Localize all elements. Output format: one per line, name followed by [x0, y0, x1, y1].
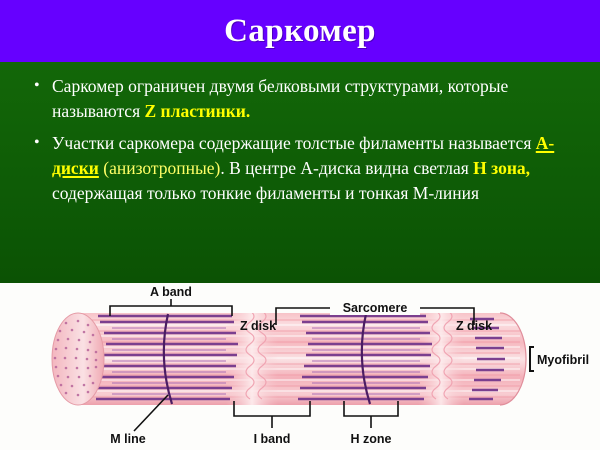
m-line-right — [360, 313, 372, 405]
label-i-band: I band — [254, 432, 291, 446]
cross-section-ellipse — [51, 312, 105, 406]
label-a-band-group: A band — [109, 285, 233, 316]
myofibril-bracket — [529, 346, 534, 372]
cylinder-body — [52, 313, 526, 405]
label-i-band-group: I band — [233, 401, 311, 446]
thin-filaments-a-band-2 — [312, 327, 420, 395]
label-z-disk-right: Z disk — [456, 319, 492, 333]
content-panel: Саркомер ограничен двумя белковыми струк… — [0, 62, 600, 283]
bullet-2-text-plain-2: . В центре А-диска видна светлая — [220, 158, 474, 178]
label-sarcomere-group: Sarcomere Sarcomere — [275, 301, 475, 325]
label-h-zone-group: H zone — [343, 401, 399, 446]
bullet-2-text-plain-1: Участки саркомера содержащие толстые фил… — [52, 133, 536, 153]
cylinder-stripes — [60, 313, 520, 405]
myofibril-cylinder — [51, 312, 527, 406]
label-h-zone: H zone — [351, 432, 392, 446]
bullet-2-highlight-h-zona: Н зона, — [473, 158, 531, 178]
sarcomere-diagram: A band Sarcomere Sarcomere Z disk Z disk… — [0, 283, 600, 450]
thin-filaments-a-band-1 — [112, 327, 226, 395]
thick-filaments-end-dashes — [469, 317, 505, 401]
cross-section-dots — [53, 319, 98, 397]
z-disk-scallop-left — [245, 313, 267, 400]
myofibril-cross-section — [51, 312, 105, 406]
label-sarcomere-text: Sarcomere — [343, 301, 408, 315]
label-m-line-group: M line — [110, 394, 169, 446]
label-a-band: A band — [150, 285, 192, 299]
label-z-disk-left: Z disk — [240, 319, 276, 333]
i-band-region-right — [418, 313, 464, 405]
label-m-line: M line — [110, 432, 145, 446]
sarcomere-diagram-svg: A band Sarcomere Sarcomere Z disk Z disk… — [51, 285, 589, 446]
bullet-2-highlight-anizotropnye: (анизотропные) — [103, 158, 221, 178]
i-band-region-left — [226, 313, 278, 405]
bullet-list: Саркомер ограничен двумя белковыми струк… — [14, 73, 586, 206]
bullet-1-text-plain-1: Саркомер ограничен двумя белковыми струк… — [52, 76, 509, 121]
page-title: Саркомер — [224, 12, 376, 49]
bullet-item-1: Саркомер ограничен двумя белковыми струк… — [14, 73, 586, 124]
title-bar: Саркомер — [0, 0, 600, 62]
m-line-left — [162, 313, 174, 405]
thick-filaments-a-band-1 — [96, 314, 238, 401]
label-myofibril: Myofibril — [537, 353, 589, 367]
cylinder-right-cap — [499, 312, 527, 406]
sarcomere-label-mask — [330, 302, 420, 315]
label-myofibril-group: Myofibril — [529, 346, 589, 372]
bullet-2-highlight-a-diski: А-диски — [52, 133, 555, 178]
z-disk-scallop-right — [431, 313, 453, 400]
bullet-1-highlight-z-plastinki: Z пластинки. — [144, 101, 251, 121]
bullet-item-2: Участки саркомера содержащие толстые фил… — [14, 130, 586, 206]
bullet-2-text-plain-3: содержащая только тонкие филаменты и тон… — [52, 183, 480, 203]
m-line-leader — [133, 394, 169, 432]
